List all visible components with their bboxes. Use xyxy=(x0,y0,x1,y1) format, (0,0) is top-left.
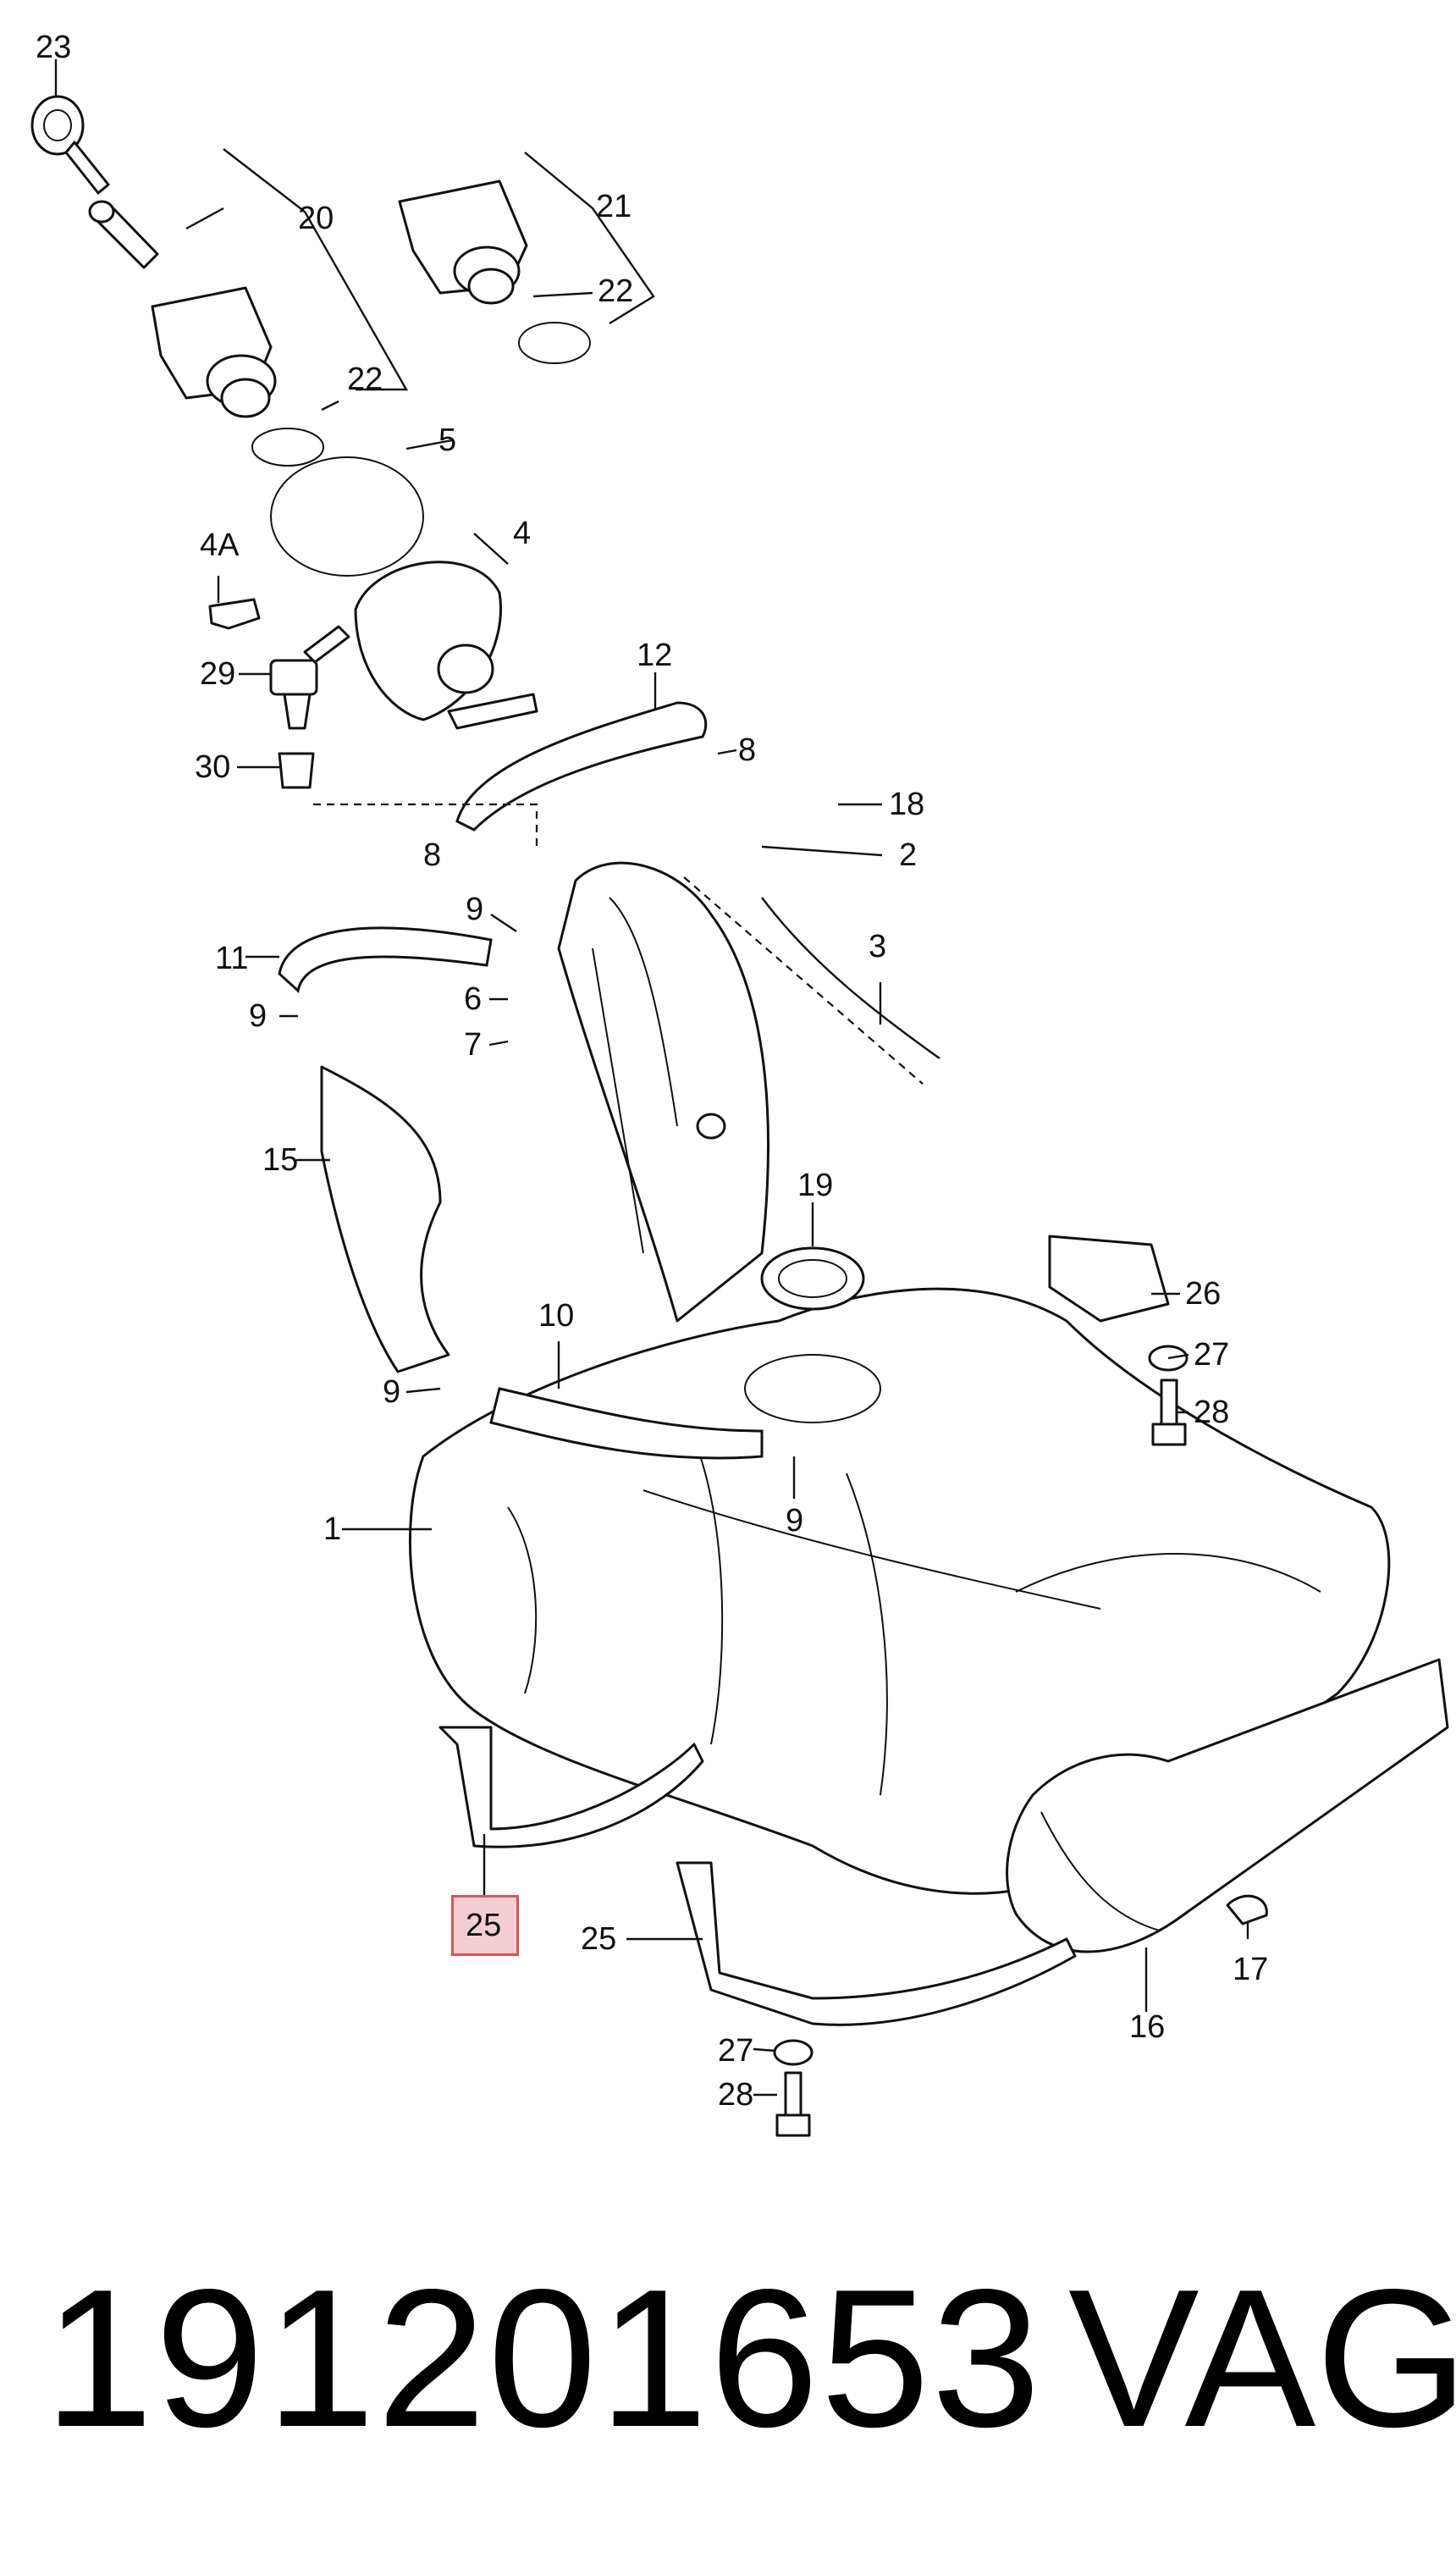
callout-8: 8 xyxy=(738,732,756,768)
callout-3: 3 xyxy=(869,929,886,964)
bolt-27-28-bottom xyxy=(773,2039,813,2137)
callout-9: 9 xyxy=(249,998,267,1034)
callout-4: 4 xyxy=(513,516,531,551)
callout-30: 30 xyxy=(195,749,230,785)
callout-18: 18 xyxy=(889,787,924,822)
callout-27: 27 xyxy=(718,2033,753,2069)
sender-wire-3 xyxy=(761,897,940,1059)
callout-23: 23 xyxy=(36,30,71,65)
guide-line xyxy=(313,803,538,847)
callout-28: 28 xyxy=(1194,1395,1229,1430)
brand-name: VAG xyxy=(1068,2249,1456,2468)
grommet-30 xyxy=(278,752,315,789)
mount-bracket-26 xyxy=(1048,1235,1170,1323)
callout-20: 20 xyxy=(298,201,334,236)
callout-8: 8 xyxy=(423,837,441,873)
callout-1: 1 xyxy=(323,1511,341,1547)
callout-16: 16 xyxy=(1129,2009,1165,2045)
callout-5: 5 xyxy=(438,423,456,458)
clip-17 xyxy=(1226,1894,1268,1925)
filler-neck xyxy=(557,861,769,1323)
callout-2: 2 xyxy=(899,837,917,873)
hose-12 xyxy=(455,701,708,831)
callout-29: 29 xyxy=(200,656,235,692)
inline-filter-29 xyxy=(269,625,350,730)
callout-10: 10 xyxy=(538,1298,574,1334)
callout-27: 27 xyxy=(1194,1337,1229,1373)
key-part xyxy=(30,95,110,195)
callout-17: 17 xyxy=(1233,1952,1268,1987)
hose-11 xyxy=(278,926,493,993)
lock-cylinder-part xyxy=(88,200,159,269)
tank-strap-25-right xyxy=(676,1861,1077,2026)
sender-ring-19 xyxy=(744,1246,881,1423)
callout-9: 9 xyxy=(383,1374,400,1410)
cap-assembly-21 xyxy=(398,180,591,364)
heat-shield-15 xyxy=(320,1065,450,1373)
snap-ring xyxy=(270,456,424,577)
callout-12: 12 xyxy=(637,638,672,673)
exploded-parts-diagram: 23 20 21 22 22 5 4 4A 29 30 12 8 18 8 2 … xyxy=(30,30,1449,2137)
cap-assembly-20 xyxy=(151,286,324,467)
callout-6: 6 xyxy=(464,981,482,1017)
part-number: 191201653 xyxy=(44,2249,1043,2468)
callout-26: 26 xyxy=(1185,1276,1221,1312)
callout-22: 22 xyxy=(598,273,633,309)
callout-9: 9 xyxy=(466,892,483,927)
callout-25-highlighted: 25 xyxy=(466,1908,501,1943)
heat-shield-16 xyxy=(1006,1658,1449,1953)
callout-21: 21 xyxy=(596,189,631,224)
leader-lines xyxy=(54,59,1249,2097)
clip-4a xyxy=(208,598,261,630)
callout-11: 11 xyxy=(215,941,248,976)
callout-15: 15 xyxy=(262,1142,298,1178)
callout-9: 9 xyxy=(786,1503,803,1539)
filler-housing-4 xyxy=(354,561,538,730)
guide-line xyxy=(683,876,924,1085)
callout-28: 28 xyxy=(718,2077,753,2113)
callout-22: 22 xyxy=(347,362,383,397)
hose-10 xyxy=(489,1387,764,1460)
highlighted-callout-box xyxy=(451,1895,519,1956)
callout-7: 7 xyxy=(464,1027,482,1063)
callout-4a: 4A xyxy=(200,528,240,563)
callout-25: 25 xyxy=(581,1921,616,1957)
callout-19: 19 xyxy=(797,1168,833,1203)
tank-strap-25-left xyxy=(438,1726,704,1848)
